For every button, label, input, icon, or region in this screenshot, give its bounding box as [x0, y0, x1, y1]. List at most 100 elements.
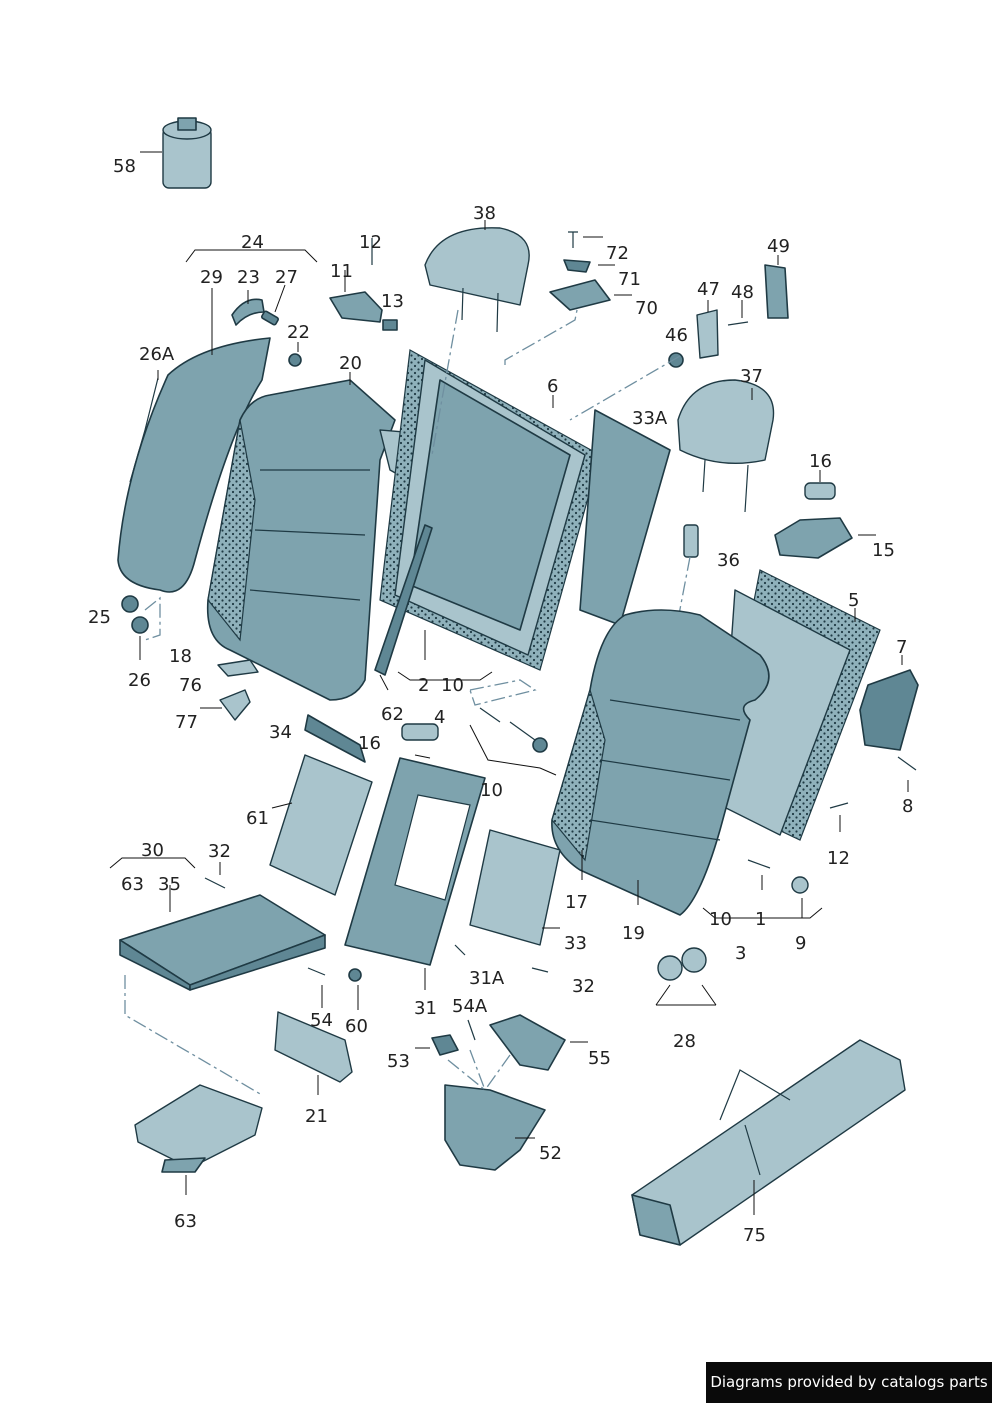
callout-46: 46: [665, 325, 688, 346]
callout-47: 47: [697, 279, 720, 300]
seat-back-left-part[interactable]: [206, 372, 396, 701]
side-bolster-part[interactable]: [117, 288, 271, 593]
callout-9: 9: [795, 933, 806, 954]
nut-part[interactable]: [348, 968, 362, 982]
callout-75: 75: [743, 1225, 766, 1246]
strap-part[interactable]: [129, 377, 159, 483]
callout-10-right: 10: [709, 909, 732, 930]
screw-part[interactable]: [467, 1019, 476, 1041]
nut-part[interactable]: [382, 319, 398, 331]
callout-63-bottom: 63: [174, 1211, 197, 1232]
callout-71: 71: [618, 269, 641, 290]
callout-26: 26: [128, 670, 151, 691]
strip-part[interactable]: [304, 714, 366, 763]
callout-37: 37: [740, 366, 763, 387]
bolt-part[interactable]: [727, 321, 749, 326]
callout-5: 5: [848, 590, 859, 611]
latch-cover-part[interactable]: [764, 264, 789, 319]
clip-part[interactable]: [217, 659, 259, 677]
cover-part[interactable]: [274, 1011, 353, 1083]
clip-part[interactable]: [431, 1034, 459, 1056]
callout-34: 34: [269, 722, 292, 743]
seat-frame-part[interactable]: [344, 757, 486, 990]
callout-77: 77: [175, 712, 198, 733]
callout-32-right: 32: [572, 976, 595, 997]
trim-strip-part[interactable]: [374, 524, 433, 676]
back-panel-part[interactable]: [579, 409, 671, 626]
callout-27: 27: [275, 267, 298, 288]
callout-29: 29: [200, 267, 223, 288]
clip-part[interactable]: [329, 270, 383, 323]
side-cover-part[interactable]: [859, 669, 919, 751]
callout-23: 23: [237, 267, 260, 288]
bolt-part[interactable]: [307, 967, 326, 976]
callout-58: 58: [113, 156, 136, 177]
screw-part[interactable]: [261, 284, 286, 326]
panel-part[interactable]: [269, 754, 373, 896]
washer-part[interactable]: [532, 737, 548, 753]
pin-part[interactable]: [401, 723, 439, 741]
callout-35: 35: [158, 874, 181, 895]
callout-33A: 33A: [632, 408, 668, 429]
bracket-part[interactable]: [696, 309, 719, 359]
callout-54A: 54A: [452, 996, 488, 1017]
pin-part[interactable]: [804, 482, 836, 500]
callout-49: 49: [767, 236, 790, 257]
clip-part[interactable]: [219, 689, 251, 721]
callout-10-mid: 10: [480, 780, 503, 801]
washer-part[interactable]: [657, 955, 683, 981]
callout-33: 33: [564, 933, 587, 954]
callout-21: 21: [305, 1106, 328, 1127]
bracket-part[interactable]: [444, 1084, 546, 1171]
callout-61: 61: [246, 808, 269, 829]
callout-62: 62: [381, 704, 404, 725]
callout-31: 31: [414, 998, 437, 1019]
callout-18: 18: [169, 646, 192, 667]
headrest-left-part[interactable]: [424, 220, 530, 333]
cap-part[interactable]: [791, 876, 809, 894]
bolt-part[interactable]: [479, 707, 536, 741]
screw-part[interactable]: [531, 967, 549, 973]
callout-55: 55: [588, 1048, 611, 1069]
callout-2: 2: [418, 675, 429, 696]
backrest-frame-part[interactable]: [379, 349, 601, 671]
washer-part[interactable]: [681, 947, 707, 973]
cover-part[interactable]: [489, 1014, 566, 1071]
callout-52: 52: [539, 1143, 562, 1164]
bolt-part[interactable]: [204, 877, 226, 889]
nut-part[interactable]: [131, 616, 149, 634]
callout-63-top: 63: [121, 874, 144, 895]
bracket-part[interactable]: [469, 829, 561, 946]
headrest-right-part[interactable]: [677, 379, 775, 513]
callout-15: 15: [872, 540, 895, 561]
callout-31A: 31A: [469, 968, 505, 989]
callout-26A: 26A: [139, 344, 175, 365]
callout-1: 1: [755, 909, 766, 930]
plate-part[interactable]: [549, 231, 632, 311]
washer-part[interactable]: [668, 352, 684, 368]
callout-17: 17: [565, 892, 588, 913]
callout-32-left: 32: [208, 841, 231, 862]
mechanism-part[interactable]: [134, 1084, 263, 1195]
cap-part[interactable]: [121, 595, 139, 613]
screw-part[interactable]: [829, 802, 849, 809]
handle-cover-part[interactable]: [774, 517, 853, 559]
callout-30: 30: [141, 840, 164, 861]
cushion-part[interactable]: [119, 885, 326, 991]
credit-banner: Diagrams provided by catalogs parts: [706, 1362, 992, 1403]
callout-70: 70: [635, 298, 658, 319]
callout-16-top: 16: [809, 451, 832, 472]
canister-part[interactable]: [140, 117, 212, 189]
callout-54: 54: [310, 1010, 333, 1031]
callout-20: 20: [339, 353, 362, 374]
grommet-part[interactable]: [288, 353, 302, 367]
callout-3: 3: [735, 943, 746, 964]
callout-16-mid: 16: [358, 733, 381, 754]
callout-36: 36: [717, 550, 740, 571]
screw-part[interactable]: [897, 756, 917, 771]
seat-back-right-part[interactable]: [551, 609, 770, 916]
callout-10-left: 10: [441, 675, 464, 696]
storage-bag-part[interactable]: [631, 1039, 906, 1246]
callout-7: 7: [896, 637, 907, 658]
